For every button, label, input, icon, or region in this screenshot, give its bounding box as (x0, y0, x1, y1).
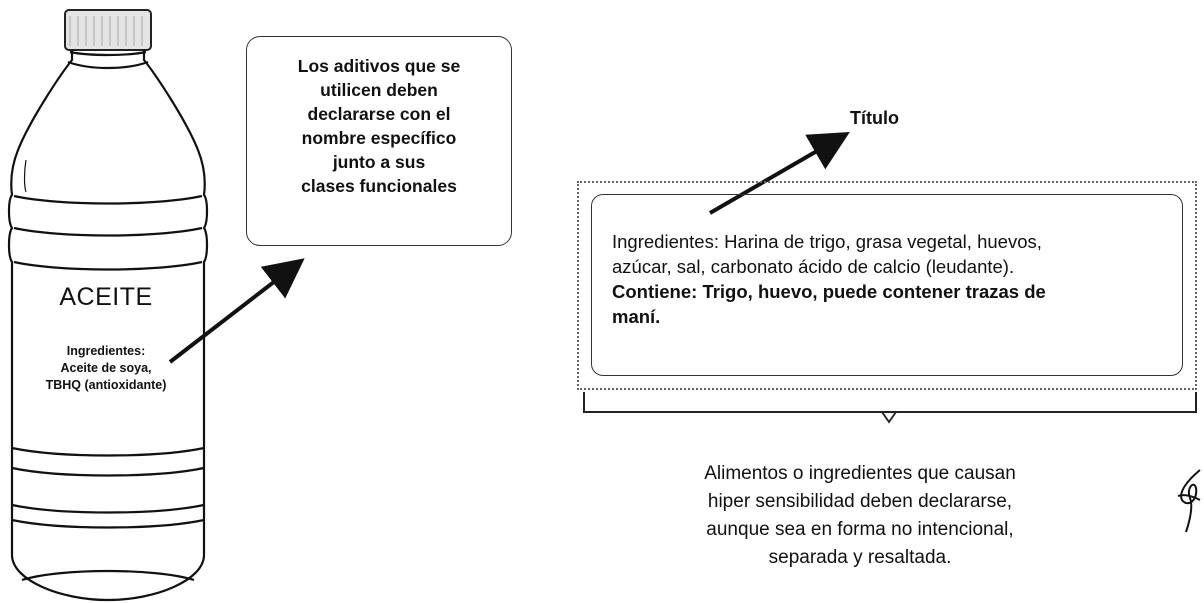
callout-line: declararse con el (307, 104, 451, 124)
callout-line: Los aditivos que se (297, 56, 461, 76)
title-arrow (708, 131, 850, 215)
label-contains-line: Contiene: Trigo, huevo, puede contener t… (612, 281, 1046, 302)
label-ingredients-line: azúcar, sal, carbonato ácido de calcio (… (612, 256, 1015, 277)
callout-line: utilicen deben (320, 80, 438, 100)
title-label: Título (850, 108, 899, 128)
label-outer-frame (577, 181, 1197, 390)
bracket (583, 392, 1197, 424)
note-line: hiper sensibilidad deben declararse, (707, 491, 1013, 512)
bottle-brand-label: ACEITE (59, 283, 153, 311)
bottle-body (7, 50, 209, 602)
label-ingredients-line: Ingredientes: Harina de trigo, grasa veg… (612, 231, 1042, 252)
note-line: aunque sea en forma no intencional, (706, 519, 1014, 540)
bottle-cap (64, 9, 152, 51)
callout-arrow (168, 258, 305, 364)
callout-line: clases funcionales (301, 176, 457, 196)
bottle-ingredients-line: Aceite de soya, (60, 361, 152, 375)
bottle-ingredients-line: Ingredientes: (66, 344, 146, 358)
label-inner-frame (591, 194, 1183, 376)
note-line: Alimentos o ingredientes que causan (704, 463, 1016, 484)
handwritten-mark (1177, 469, 1201, 533)
callout-line: junto a sus (332, 152, 426, 172)
additives-callout-box (246, 36, 512, 246)
additives-callout-text: Los aditivos que se utilicen deben decla… (246, 54, 512, 198)
bottle-ingredients: Ingredientes: Aceite de soya, TBHQ (anti… (20, 343, 192, 394)
note-line: separada y resaltada. (768, 547, 952, 568)
callout-line: nombre específico (301, 128, 457, 148)
allergen-note: Alimentos o ingredientes que causan hipe… (640, 460, 1080, 572)
label-text: Ingredientes: Harina de trigo, grasa veg… (612, 229, 1192, 329)
bottle-ingredients-line: TBHQ (antioxidante) (45, 378, 167, 392)
label-contains-line: maní. (612, 306, 661, 327)
